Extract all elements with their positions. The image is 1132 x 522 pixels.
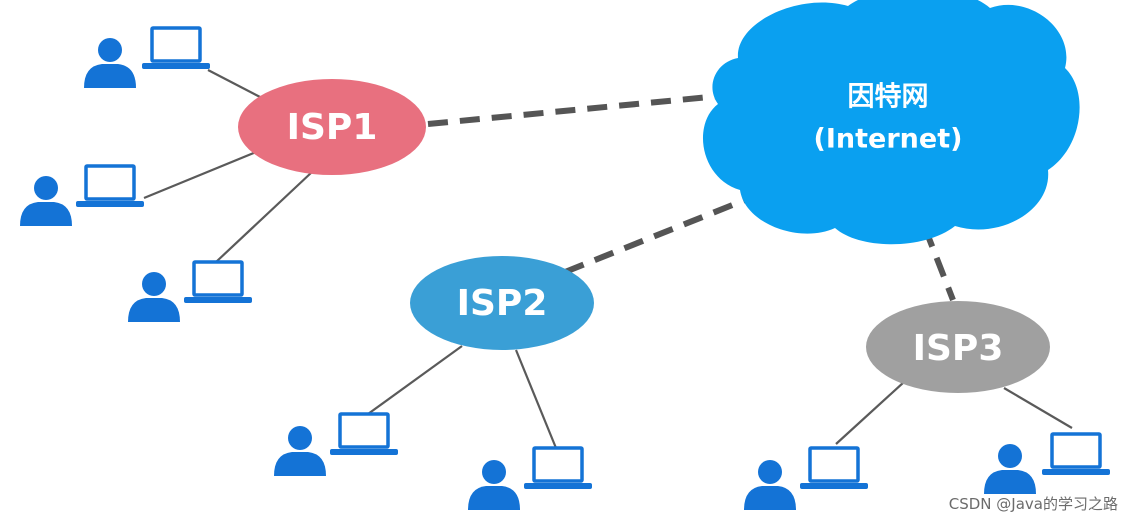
- host-isp3-2: [984, 432, 1112, 494]
- watermark: CSDN @Java的学习之路: [948, 495, 1118, 513]
- isp2-node: ISP2: [410, 256, 594, 350]
- internet-cloud: 因特网 (Internet): [703, 0, 1080, 245]
- internet-label-line1: 因特网: [848, 82, 929, 113]
- internet-label-line2: (Internet): [814, 124, 963, 155]
- person-icon: [274, 426, 326, 476]
- laptop-icon: [140, 26, 212, 71]
- laptop-icon: [1040, 432, 1112, 477]
- isp2-ellipse: [410, 256, 594, 350]
- isp2-label: ISP2: [457, 283, 548, 324]
- isp1-ellipse: [238, 79, 426, 175]
- host-isp1-1: [84, 26, 212, 88]
- laptop-icon: [328, 412, 400, 457]
- link-isp3-host2: [1003, 387, 1073, 429]
- link-isp1-internet: [427, 93, 721, 127]
- link-isp1-host1: [207, 69, 263, 99]
- laptop-icon: [182, 260, 254, 305]
- link-isp3-internet: [922, 226, 956, 302]
- link-isp2-host2: [514, 349, 558, 449]
- host-isp1-2: [20, 164, 146, 226]
- link-isp1-host3: [215, 171, 313, 263]
- access-links: [143, 69, 1073, 449]
- cloud-shape: [703, 0, 1080, 245]
- laptop-icon: [798, 446, 870, 491]
- person-icon: [84, 38, 136, 88]
- host-isp1-3: [128, 260, 254, 322]
- link-isp1-host2: [143, 150, 257, 200]
- link-isp2-host1: [367, 345, 463, 415]
- person-icon: [984, 444, 1036, 494]
- laptop-icon: [74, 164, 146, 209]
- isp1-label: ISP1: [287, 107, 378, 148]
- link-isp3-host1: [835, 381, 905, 445]
- isp3-label: ISP3: [913, 328, 1004, 369]
- host-isp2-1: [274, 412, 400, 476]
- person-icon: [128, 272, 180, 322]
- person-icon: [20, 176, 72, 226]
- person-icon: [468, 460, 520, 510]
- host-isp3-1: [744, 446, 870, 510]
- link-isp2-internet: [563, 197, 747, 275]
- backbone-links: [427, 93, 956, 302]
- person-icon: [744, 460, 796, 510]
- isp3-node: ISP3: [866, 301, 1050, 393]
- isp3-ellipse: [866, 301, 1050, 393]
- isp1-node: ISP1: [238, 79, 426, 175]
- laptop-icon: [522, 446, 594, 491]
- host-isp2-2: [468, 446, 594, 510]
